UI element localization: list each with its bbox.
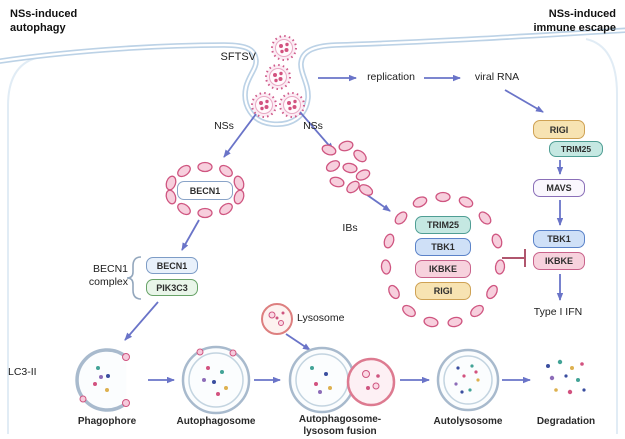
arrow-nss-to-becn1 <box>223 113 257 158</box>
trim25-box: TRIM25 <box>549 141 603 157</box>
arrow-becn1-to-complex <box>181 219 200 251</box>
becn1-sequestered-box: BECN1 <box>177 181 233 200</box>
stage-label-phagophore: Phagophore <box>77 416 137 427</box>
viral-rna-label: viral RNA <box>474 71 520 83</box>
stage-label-autophagosome: Autophagosome <box>176 416 256 427</box>
arrow-rna-to-rigi <box>504 89 544 113</box>
ibs-ikbke-box: IKBKE <box>415 260 471 278</box>
arrow-complex-to-phagophore <box>124 301 159 341</box>
replication-label: replication <box>367 71 415 83</box>
stage-label-fusion: Autophagosome- lysosom fusion <box>298 414 382 437</box>
ibs-label: IBs <box>342 222 358 234</box>
inhibition-tbar <box>502 249 526 267</box>
title-immune-escape: NSs-induced immune escape <box>533 8 616 34</box>
phagophore-shape <box>75 348 130 412</box>
stage-label-autolysosome: Autolysosome <box>433 416 503 427</box>
nss-left-label: NSs <box>214 120 234 132</box>
ibs-trim25-box: TRIM25 <box>415 216 471 234</box>
rigi-box: RIGI <box>533 120 585 139</box>
mavs-box: MAVS <box>533 179 585 197</box>
stage-label-degradation: Degradation <box>536 416 596 427</box>
complex-brace <box>126 256 142 300</box>
becn1-complex-label: BECN1 complex <box>88 263 128 288</box>
complex-becn1-box: BECN1 <box>146 257 198 274</box>
ikbke-box: IKBKE <box>533 252 585 270</box>
arrow-lysosome-to-fusion <box>285 333 311 351</box>
degradation-dots <box>546 359 586 395</box>
lysosome-label: Lysosome <box>297 312 345 324</box>
autolysosome-shape <box>436 348 500 412</box>
autophagosome-shape <box>181 345 251 415</box>
lysosome-shape <box>261 303 293 335</box>
title-autophagy: NSs-induced autophagy <box>10 8 78 34</box>
ibs-tbk1-box: TBK1 <box>415 238 471 256</box>
virus-particle <box>251 92 277 118</box>
virus-particle <box>265 64 291 90</box>
ibs-rigi-box: RIGI <box>415 282 471 300</box>
arrow-nss-to-granules <box>299 111 334 151</box>
nss-right-label: NSs <box>303 120 323 132</box>
fusion-shape <box>288 346 396 414</box>
type-i-ifn-label: Type I IFN <box>533 306 583 318</box>
sftsv-label: SFTSV <box>220 51 256 63</box>
cell-membrane <box>0 27 625 127</box>
complex-pik3c3-box: PIK3C3 <box>146 279 198 296</box>
virus-particle <box>271 35 297 61</box>
cell-outline <box>7 38 618 434</box>
lc3-label: LC3-II <box>8 366 37 378</box>
nss-granules <box>320 139 375 199</box>
virus-particles <box>251 35 305 118</box>
tbk1-box: TBK1 <box>533 230 585 248</box>
